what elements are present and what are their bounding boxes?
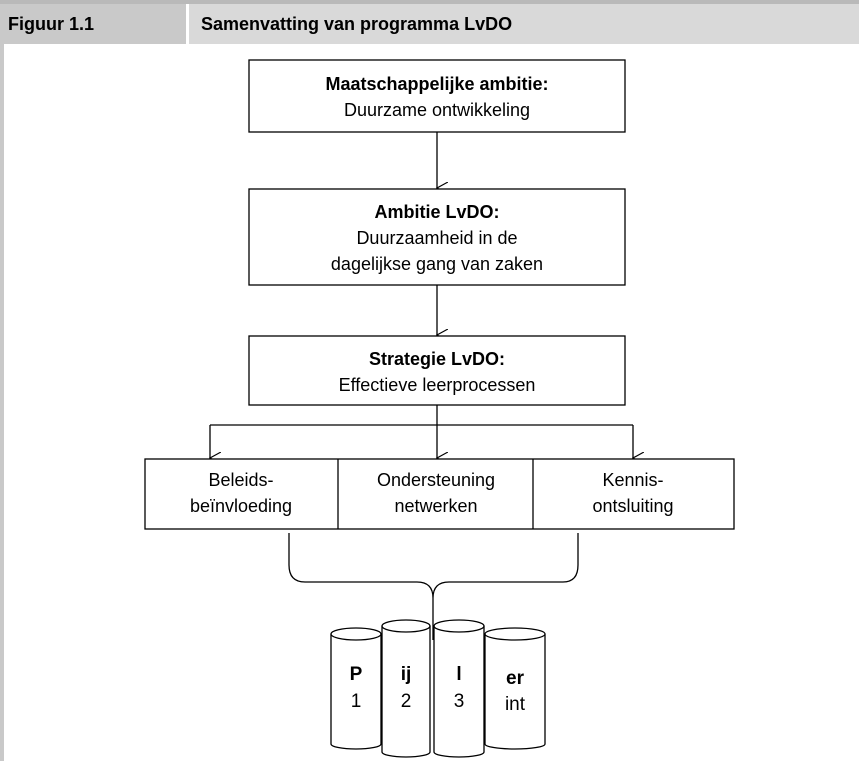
cylinder-3-bold: l <box>456 664 461 685</box>
pillar-networks-line-2: netwerken <box>394 496 477 516</box>
box-lvdo-ambition-line-2: dagelijkse gang van zaken <box>331 254 543 274</box>
cylinder-4: er int <box>484 627 546 750</box>
pillar-networks-line-1: Ondersteuning <box>377 470 495 490</box>
box-societal-ambition-title: Maatschappelijke ambitie: <box>325 74 548 94</box>
cylinder-2-bold: ij <box>401 664 412 685</box>
box-lvdo-ambition-title: Ambitie LvDO: <box>374 202 499 222</box>
figure-title-cell: Samenvatting van programma LvDO <box>189 4 859 44</box>
box-societal-ambition: Maatschappelijke ambitie: Duurzame ontwi… <box>248 59 626 133</box>
figure-label-cell: Figuur 1.1 <box>0 4 186 44</box>
figure-header: Figuur 1.1 Samenvatting van programma Lv… <box>0 0 859 44</box>
box-lvdo-strategy-title: Strategie LvDO: <box>369 349 505 369</box>
cylinder-3: l 3 <box>433 619 485 758</box>
figure-title: Samenvatting van programma LvDO <box>201 13 513 34</box>
cylinder-3-text: 3 <box>454 691 465 712</box>
pillar-policy-line-2: beïnvloeding <box>190 496 292 516</box>
box-lvdo-ambition: Ambitie LvDO: Duurzaamheid in de dagelij… <box>248 188 626 286</box>
pillar-row: Beleids- beïnvloeding Ondersteuning netw… <box>144 458 735 530</box>
cylinder-1-bold: P <box>350 664 363 685</box>
pillar-knowledge-line-1: Kennis- <box>602 470 663 490</box>
box-societal-ambition-line: Duurzame ontwikkeling <box>344 100 530 120</box>
box-lvdo-strategy-line: Effectieve leerprocessen <box>339 375 536 395</box>
pillar-knowledge-line-2: ontsluiting <box>592 496 673 516</box>
left-border <box>0 44 4 761</box>
pillar-policy-line-1: Beleids- <box>208 470 273 490</box>
box-lvdo-strategy: Strategie LvDO: Effectieve leerprocessen <box>248 335 626 406</box>
cylinder-4-text: int <box>505 694 526 715</box>
cylinder-1-text: 1 <box>351 691 362 712</box>
box-lvdo-ambition-line-1: Duurzaamheid in de <box>356 228 517 248</box>
cylinder-4-bold: er <box>506 668 525 689</box>
cylinder-2-text: 2 <box>401 691 412 712</box>
header-top-rule <box>0 0 859 4</box>
cylinder-2: ij 2 <box>381 619 431 758</box>
branch-connector <box>210 405 633 458</box>
figure-label: Figuur 1.1 <box>8 13 95 34</box>
curly-brace <box>288 533 579 640</box>
cylinder-1: P 1 <box>330 627 382 750</box>
